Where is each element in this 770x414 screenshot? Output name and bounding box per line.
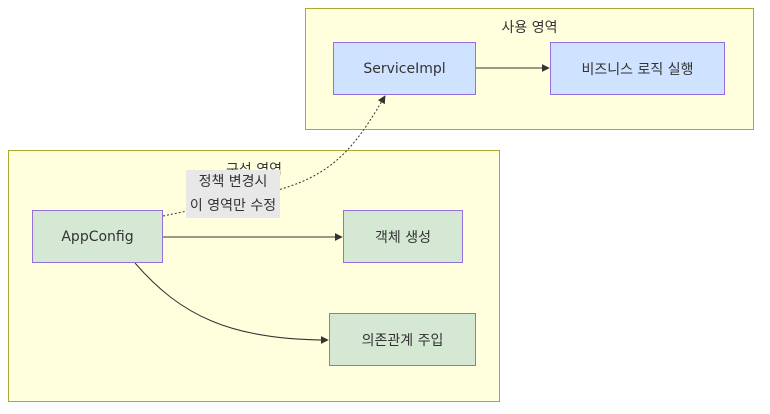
node-serviceimpl: ServiceImpl: [333, 42, 476, 95]
node-appconfig: AppConfig: [32, 210, 163, 263]
edge-label-line2: 이 영역만 수정: [189, 198, 277, 214]
edge-label-policy-change: 정책 변경시 이 영역만 수정: [186, 170, 280, 218]
node-dependency-injection: 의존관계 주입: [329, 313, 476, 366]
node-business-logic: 비즈니스 로직 실행: [550, 42, 725, 95]
usage-area-title: 사용 영역: [501, 20, 558, 36]
edge-label-line1: 정책 변경시: [198, 174, 268, 190]
node-object-creation: 객체 생성: [343, 210, 463, 263]
